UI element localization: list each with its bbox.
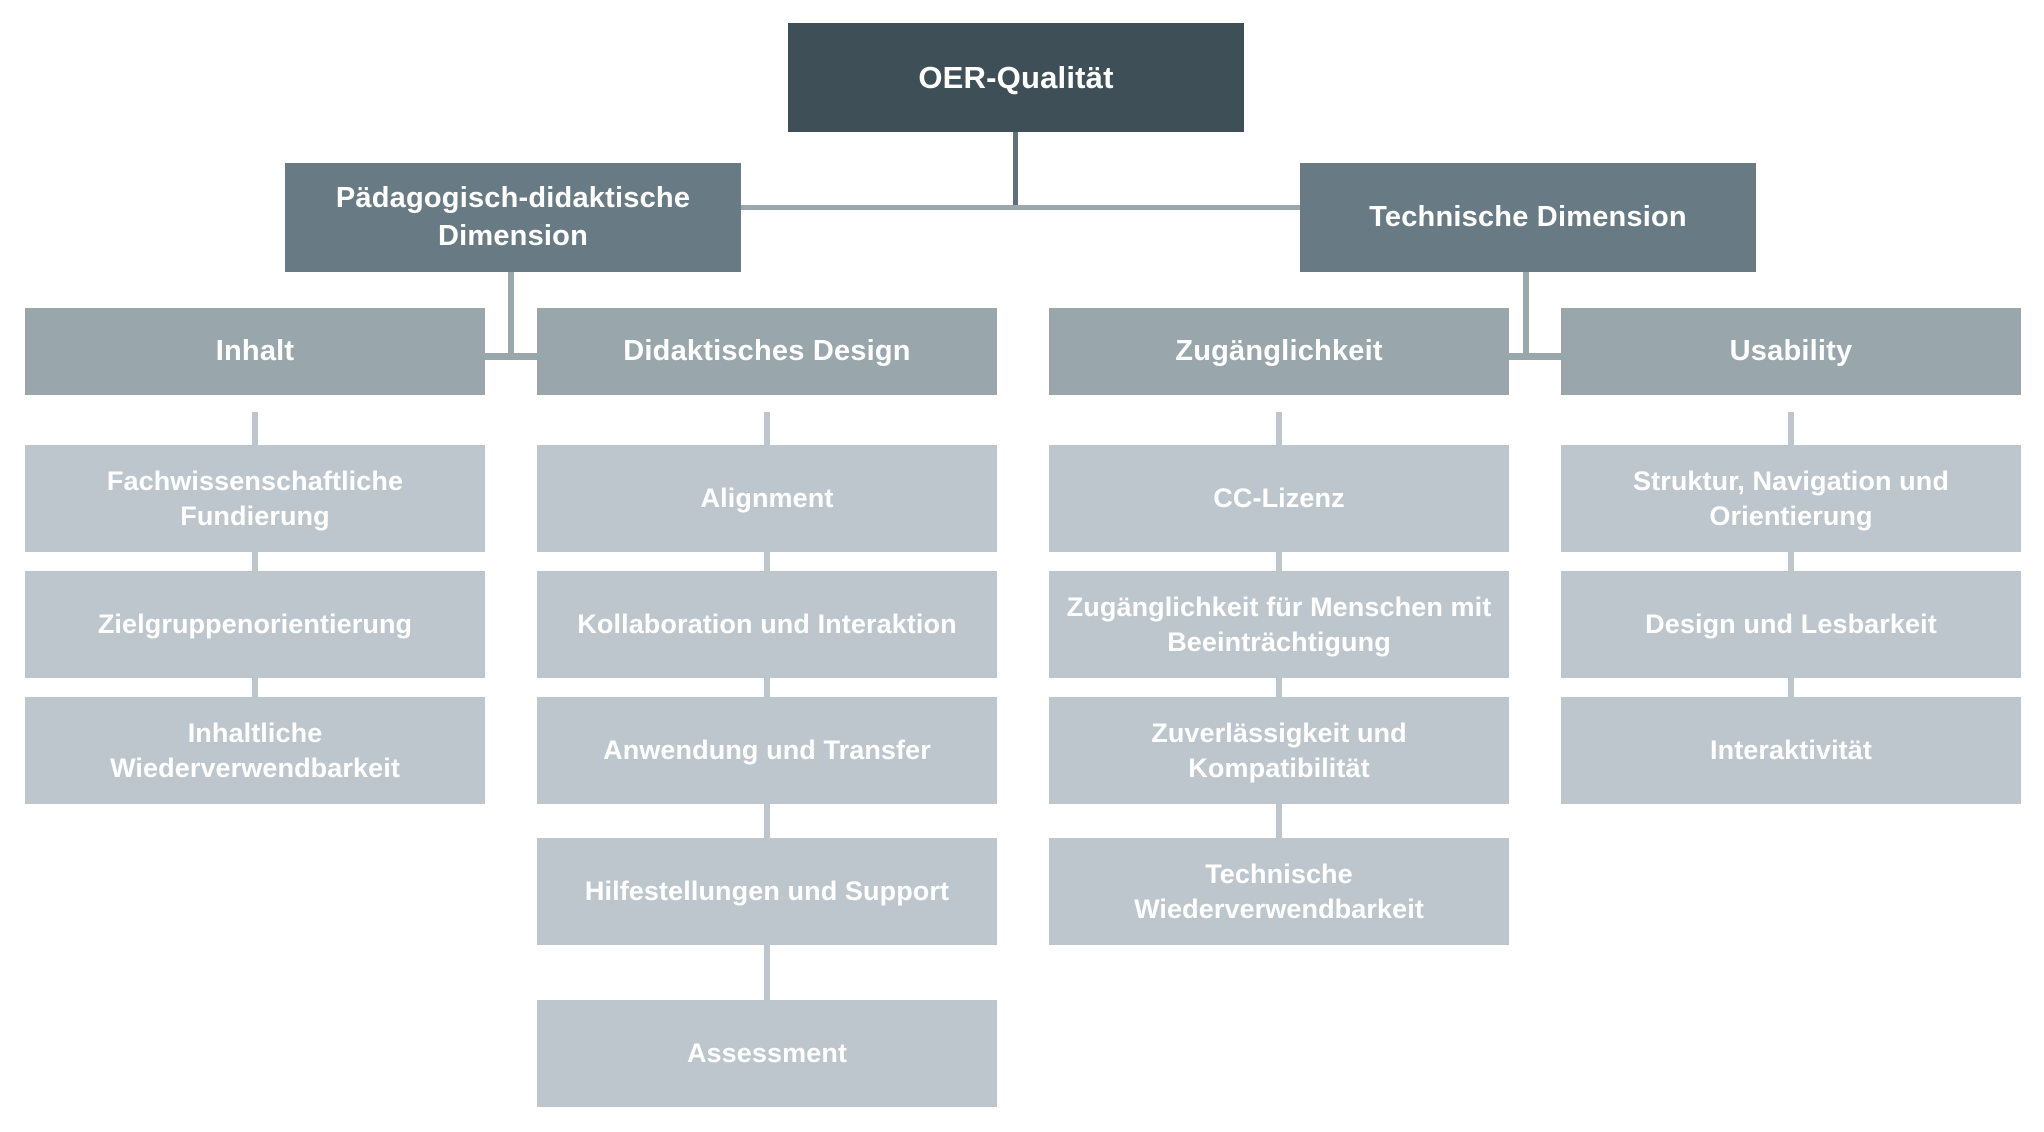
leaf-item[interactable]: Zugänglichkeit für Menschen mit Beeinträ… <box>1049 571 1509 678</box>
leaf-item[interactable]: Struktur, Navigation und Orientierung <box>1561 445 2021 552</box>
node-label: Zielgruppenorientierung <box>97 609 413 640</box>
connector-dimension-bar <box>740 205 1300 210</box>
node-dimension-technisch[interactable]: Technische Dimension <box>1300 163 1756 272</box>
connector-left-dimension-stem <box>508 272 514 358</box>
node-root-oer-qualitaet[interactable]: OER-Qualität <box>788 23 1244 132</box>
leaf-item[interactable]: CC-Lizenz <box>1049 445 1509 552</box>
leaf-item[interactable]: Assessment <box>537 1000 997 1107</box>
node-category-usability[interactable]: Usability <box>1561 308 2021 395</box>
node-label: Kollaboration und Interaktion <box>577 609 957 640</box>
node-label: Hilfestellungen und Support <box>584 876 950 907</box>
node-label: OER-Qualität <box>918 59 1114 95</box>
node-label: Zugänglichkeit <box>1175 334 1383 367</box>
node-label: Zuverlässigkeit und Kompatibilität <box>1151 717 1407 783</box>
leaf-item[interactable]: Kollaboration und Interaktion <box>537 571 997 678</box>
connector-right-dimension-stem <box>1523 272 1529 358</box>
connector-root-stem <box>1013 132 1018 207</box>
node-category-zugaenglichkeit[interactable]: Zugänglichkeit <box>1049 308 1509 395</box>
node-label: Technische Dimension <box>1369 200 1687 233</box>
node-label: Inhaltliche Wiederverwendbarkeit <box>110 717 400 783</box>
node-label: Zugänglichkeit für Menschen mit Beeinträ… <box>1066 591 1492 657</box>
leaf-item[interactable]: Fachwissenschaftliche Fundierung <box>25 445 485 552</box>
connector-spine-inhalt <box>252 412 258 722</box>
leaf-item[interactable]: Design und Lesbarkeit <box>1561 571 2021 678</box>
connector-right-category-bar <box>1500 353 1561 360</box>
node-label: Pädagogisch-didaktische Dimension <box>335 182 691 252</box>
leaf-item[interactable]: Technische Wiederverwendbarkeit <box>1049 838 1509 945</box>
leaf-item[interactable]: Inhaltliche Wiederverwendbarkeit <box>25 697 485 804</box>
connector-spine-usability <box>1788 412 1794 722</box>
node-label: Didaktisches Design <box>623 334 911 367</box>
leaf-item[interactable]: Hilfestellungen und Support <box>537 838 997 945</box>
node-label: Inhalt <box>215 334 295 367</box>
leaf-item[interactable]: Interaktivität <box>1561 697 2021 804</box>
node-category-inhalt[interactable]: Inhalt <box>25 308 485 395</box>
node-category-didaktisches-design[interactable]: Didaktisches Design <box>537 308 997 395</box>
connector-left-category-bar <box>485 353 538 360</box>
node-label: Anwendung und Transfer <box>603 735 931 766</box>
node-label: Technische Wiederverwendbarkeit <box>1134 858 1424 924</box>
node-label: Interaktivität <box>1710 735 1872 766</box>
node-label: Assessment <box>686 1038 848 1069</box>
node-label: Design und Lesbarkeit <box>1645 609 1937 640</box>
node-dimension-paedagogisch-didaktisch[interactable]: Pädagogisch-didaktische Dimension <box>285 163 741 272</box>
leaf-item[interactable]: Anwendung und Transfer <box>537 697 997 804</box>
leaf-item[interactable]: Zuverlässigkeit und Kompatibilität <box>1049 697 1509 804</box>
leaf-item[interactable]: Alignment <box>537 445 997 552</box>
node-label: CC-Lizenz <box>1213 483 1345 514</box>
leaf-item[interactable]: Zielgruppenorientierung <box>25 571 485 678</box>
node-label: Struktur, Navigation und Orientierung <box>1633 465 1949 531</box>
node-label: Alignment <box>700 483 834 514</box>
node-label: Fachwissenschaftliche Fundierung <box>106 465 404 531</box>
node-label: Usability <box>1729 334 1853 367</box>
